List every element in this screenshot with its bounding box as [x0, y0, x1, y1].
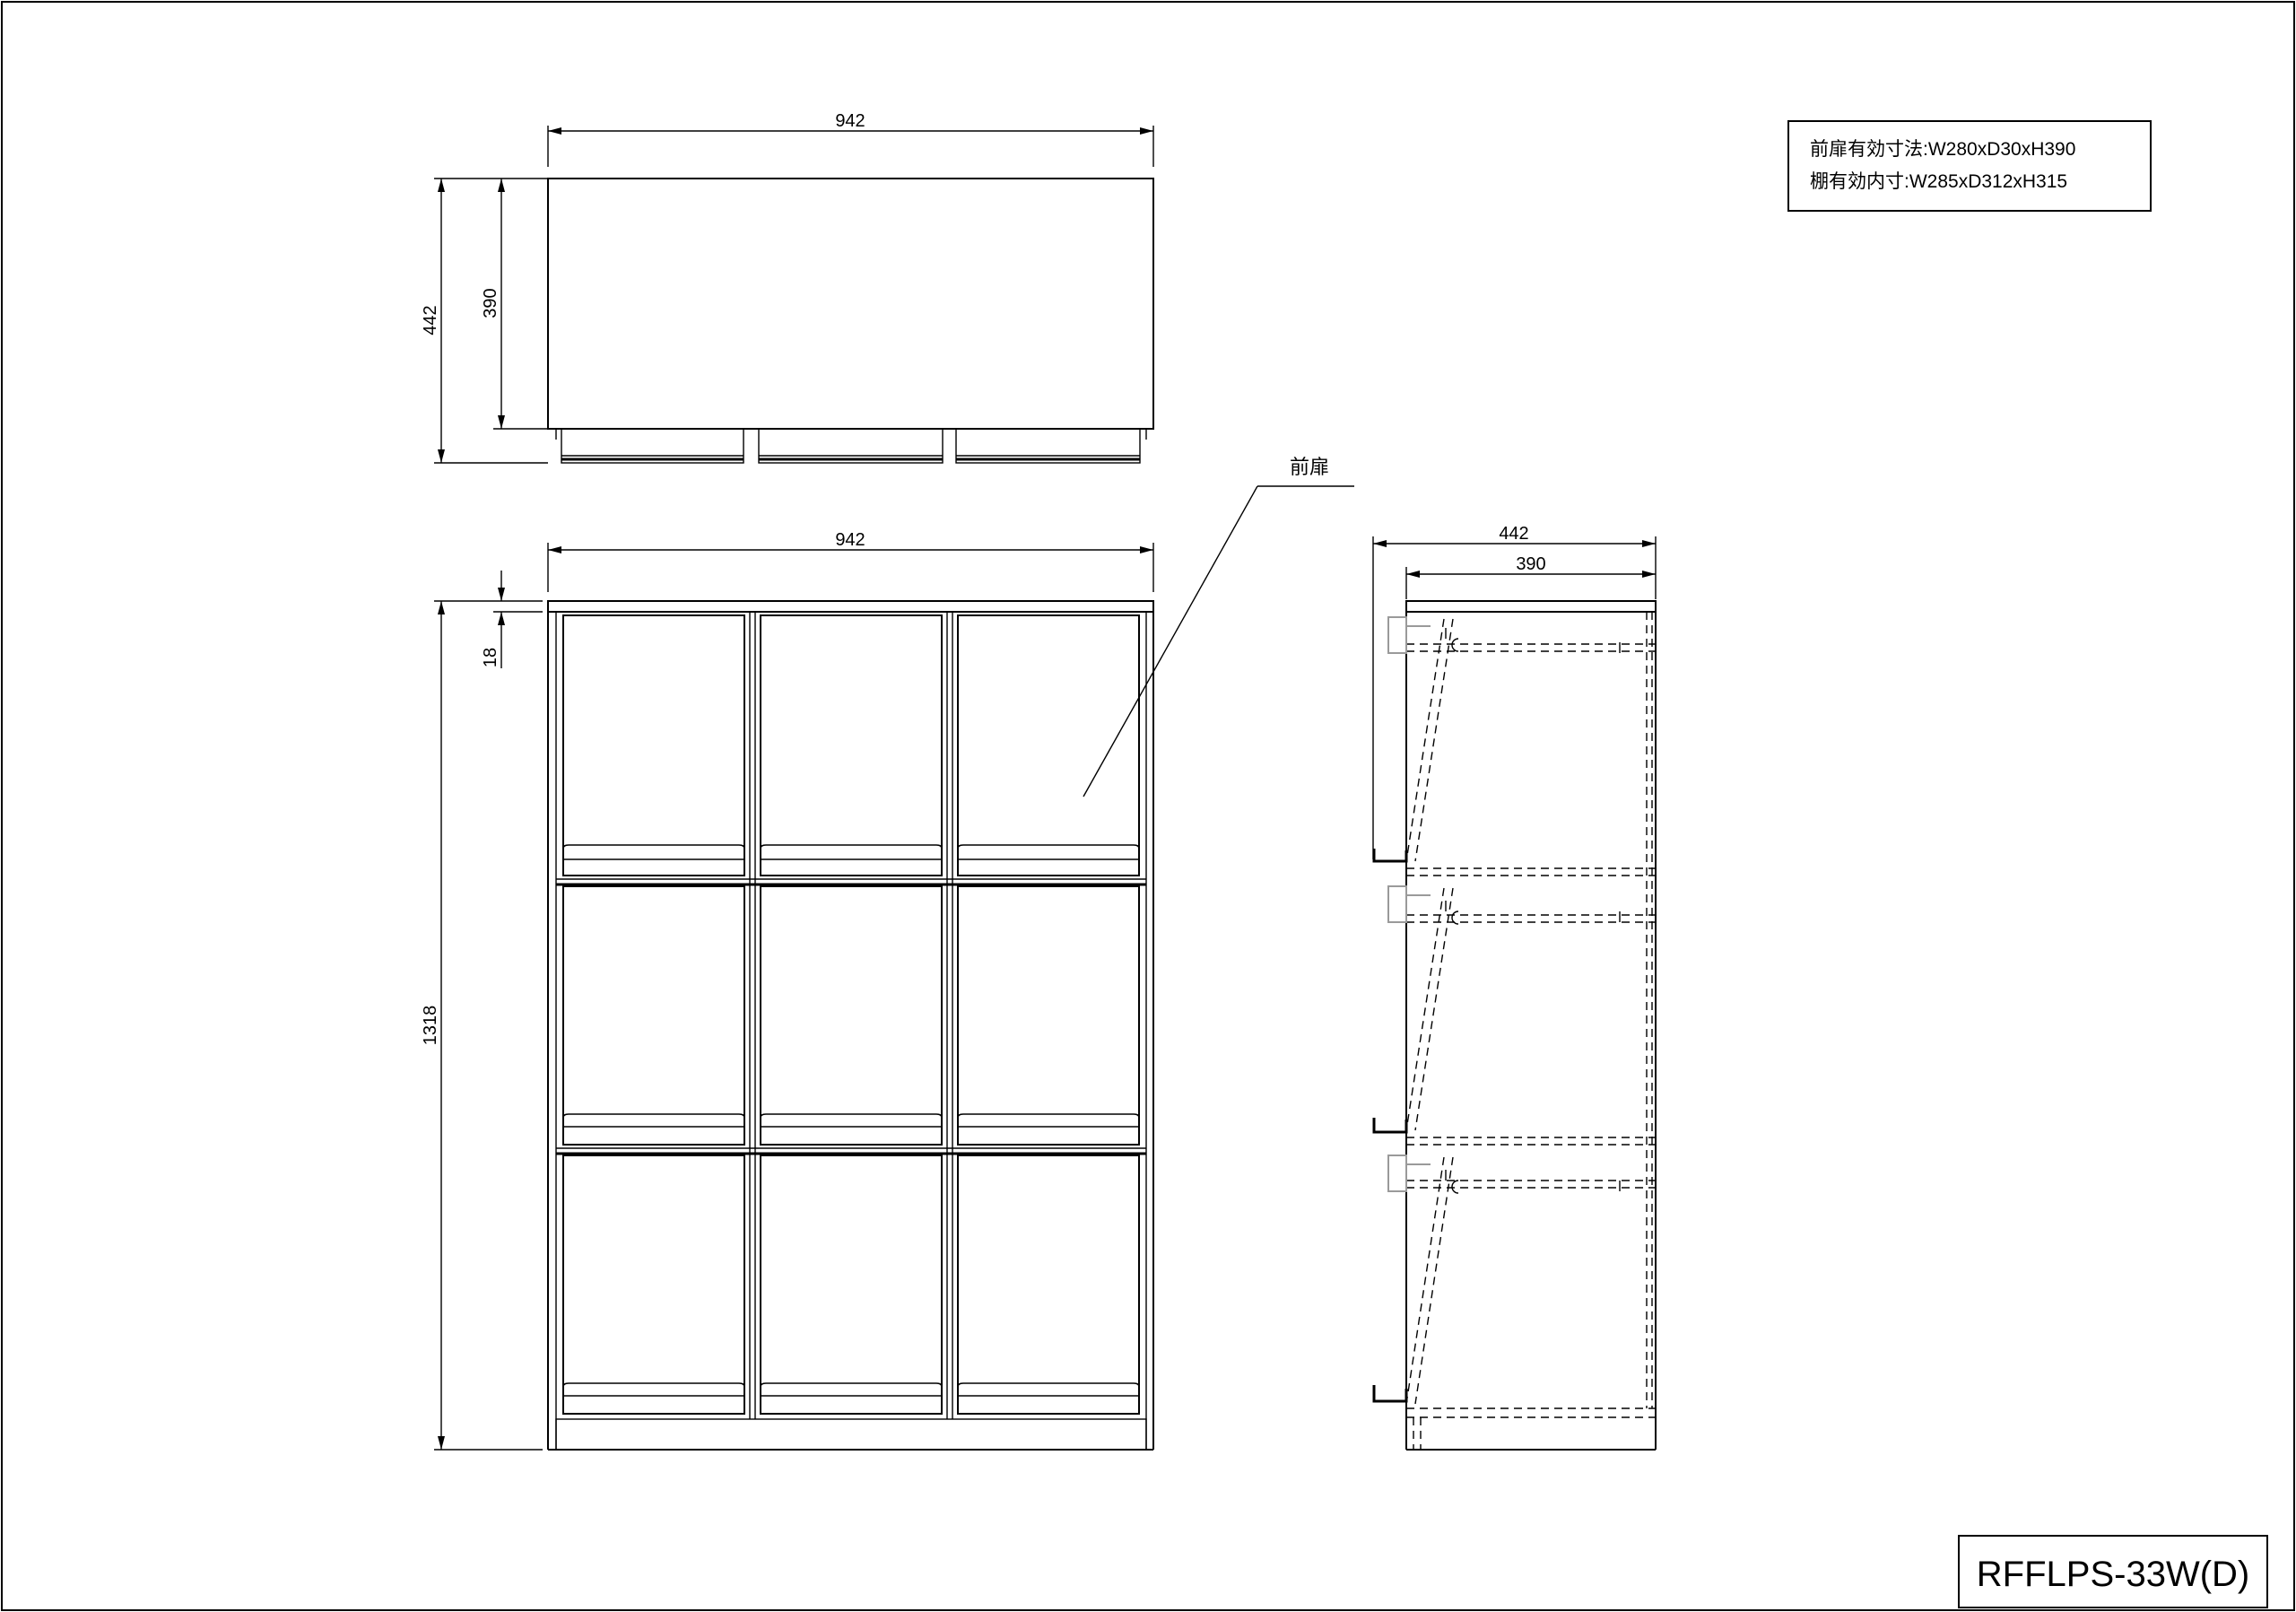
spec-shelf-inner-dimensions: 棚有効内寸:W285xD312xH315: [1810, 171, 2067, 192]
front-view-top-board-label: 18: [481, 648, 500, 667]
door-callout-label: 前扉: [1290, 456, 1329, 478]
front-view-top-board: [547, 600, 1154, 613]
side-view-hinges: [1387, 616, 1431, 1192]
side-view-doors: [1405, 618, 1454, 1405]
top-view-doors: [555, 428, 1147, 464]
door-callout: 前扉: [1083, 456, 1354, 797]
top-view-depth-dimension: 442 390: [421, 178, 548, 464]
front-view-door-cells: [562, 614, 1140, 1415]
spec-box: 前扉有効寸法:W280xD30xH390 棚有効内寸:W285xD312xH31…: [1787, 120, 2152, 212]
spec-door-dimensions: 前扉有効寸法:W280xD30xH390: [1810, 139, 2075, 160]
side-view-shelves: [1406, 643, 1656, 1189]
top-view-width-dimension: 942: [547, 111, 1154, 167]
front-view: 942 1318 18 前扉: [421, 456, 1354, 1451]
side-view-depth-dimension: 442 390: [1372, 524, 1657, 859]
front-view-height-dimension: 1318: [421, 600, 543, 1451]
top-view-body: [547, 178, 1154, 430]
side-view-depth-total-label: 442: [1499, 524, 1528, 544]
top-view-width-label: 942: [835, 111, 865, 131]
top-view-depth-inner-label: 390: [481, 288, 500, 318]
front-view-door-lips: [562, 844, 1140, 1397]
front-view-width-dimension: 942: [547, 530, 1154, 592]
side-view-door-hooks: [1372, 849, 1408, 1403]
front-view-base: [555, 1418, 1147, 1451]
top-view: 942 442 390: [421, 111, 1154, 464]
side-view: 442 390: [1372, 524, 1657, 1451]
front-view-height-label: 1318: [421, 1006, 440, 1046]
front-view-top-board-dimension: 18: [481, 571, 543, 668]
side-view-hinge-symbols: [1445, 628, 1621, 1194]
front-view-width-label: 942: [835, 530, 865, 550]
top-view-depth-total-label: 442: [421, 305, 440, 335]
side-view-top-board: [1405, 600, 1657, 613]
model-number: RFFLPS-33W(D): [1977, 1555, 2249, 1594]
title-block: RFFLPS-33W(D): [1958, 1535, 2268, 1608]
side-view-depth-inner-label: 390: [1516, 554, 1545, 574]
